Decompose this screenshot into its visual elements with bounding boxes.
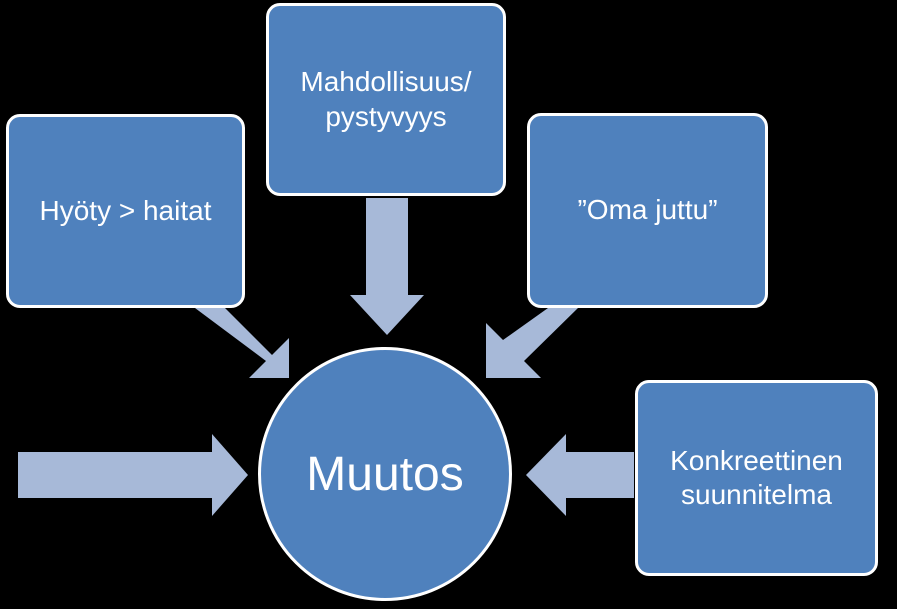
node-box-top: Mahdollisuus/ pystyvyys	[266, 3, 506, 196]
arrow-bottom-right-to-center	[526, 434, 634, 516]
arrow-right-to-center	[486, 308, 578, 378]
node-label-bottom-right: Konkreettinen suunnitelma	[670, 444, 843, 510]
node-box-bottom-right: Konkreettinen suunnitelma	[635, 380, 878, 576]
arrow-far-left-to-center	[18, 434, 248, 516]
node-label-top: Mahdollisuus/ pystyvyys	[300, 66, 472, 132]
node-label-left: Hyöty > haitat	[39, 194, 212, 226]
center-label: Muutos	[306, 447, 464, 501]
center-circle: Muutos	[258, 347, 512, 601]
arrow-left-to-center	[195, 308, 289, 378]
node-box-left: Hyöty > haitat	[6, 114, 245, 308]
arrow-top-to-center	[350, 198, 424, 335]
node-label-right: ”Oma juttu”	[577, 194, 718, 226]
node-box-right: ”Oma juttu”	[527, 113, 768, 308]
